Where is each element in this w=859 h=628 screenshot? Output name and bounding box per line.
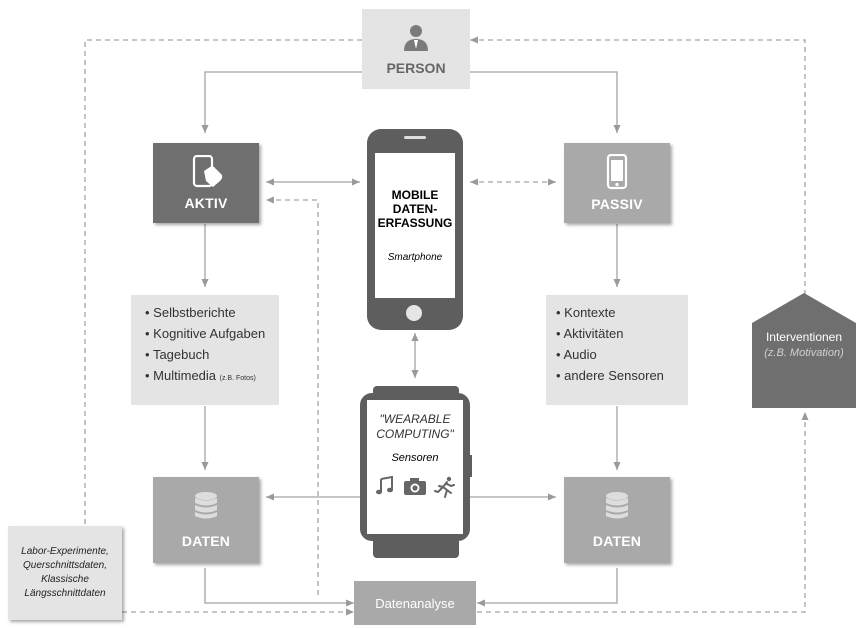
passiv-box: PASSIV: [564, 143, 670, 223]
wearable-screen: "WEARABLE COMPUTING" Sensoren: [367, 400, 463, 534]
smartphone-home-button: [406, 305, 422, 321]
labor-line-4: Längsschnittdaten: [24, 588, 106, 599]
smartphone-title-3: ERFASSUNG: [377, 216, 453, 230]
passiv-list-box: Kontexte Aktivitäten Audio andere Sensor…: [546, 295, 688, 405]
labor-line-2: Querschnittsdaten,: [23, 560, 107, 571]
interventionen-text: Interventionen (z.B. Motivation): [752, 330, 856, 359]
labor-line-1: Labor-Experimente,: [21, 546, 109, 557]
datenanalyse-box: Datenanalyse: [354, 581, 476, 625]
smartphone-title-1: MOBILE: [391, 188, 439, 202]
passiv-label: PASSIV: [591, 196, 643, 212]
wearable-device: "WEARABLE COMPUTING" Sensoren: [360, 393, 472, 541]
smartphone-subtitle: Smartphone: [387, 252, 443, 263]
daten-left-label: DATEN: [181, 533, 231, 549]
aktiv-list-box: Selbstberichte Kognitive Aufgaben Tagebu…: [131, 295, 279, 405]
aktiv-item: Multimedia (z.B. Fotos): [145, 368, 279, 383]
smartphone-title-2: DATEN-: [392, 202, 438, 216]
phone-icon: [606, 154, 628, 190]
watch-crown: [468, 455, 472, 477]
wearable-subtitle: Sensoren: [391, 452, 439, 464]
multimedia-note: (z.B. Fotos): [219, 375, 256, 382]
aktiv-box: AKTIV: [153, 143, 259, 223]
aktiv-item: Tagebuch: [145, 347, 279, 362]
camera-icon: [403, 478, 426, 495]
daten-right-label: DATEN: [592, 533, 642, 549]
interventionen-subtitle: (z.B. Motivation): [764, 347, 844, 359]
smartphone-device: MOBILE DATEN- ERFASSUNG Smartphone: [367, 129, 463, 330]
passiv-item: andere Sensoren: [556, 368, 688, 383]
person-icon: [404, 25, 428, 51]
passiv-item: Audio: [556, 347, 688, 362]
smartphone-speaker: [404, 136, 426, 139]
wearable-title-2: COMPUTING": [376, 427, 454, 441]
labor-box: Labor-Experimente, Querschnittsdaten, Kl…: [8, 526, 122, 620]
hand-phone-icon: [192, 155, 223, 188]
watch-strap-bottom: [373, 538, 459, 558]
labor-line-3: Klassische: [41, 574, 89, 585]
person-label: PERSON: [386, 60, 446, 76]
passiv-item: Aktivitäten: [556, 326, 688, 341]
daten-right-box: DATEN: [564, 477, 670, 563]
database-icon: [195, 492, 217, 519]
person-box: PERSON: [362, 9, 470, 89]
aktiv-label: AKTIV: [184, 195, 228, 211]
running-icon: [433, 476, 455, 498]
datenanalyse-label: Datenanalyse: [375, 595, 455, 611]
interventionen-shape: [752, 293, 856, 408]
watch-strap-top: [373, 386, 459, 396]
music-icon: [376, 476, 394, 495]
interventionen-title: Interventionen: [765, 330, 843, 344]
passiv-item: Kontexte: [556, 305, 688, 320]
aktiv-item: Kognitive Aufgaben: [145, 326, 279, 341]
wearable-title-1: "WEARABLE: [379, 412, 451, 426]
daten-left-box: DATEN: [153, 477, 259, 563]
smartphone-screen: MOBILE DATEN- ERFASSUNG Smartphone: [375, 153, 455, 298]
database-icon: [606, 492, 628, 519]
aktiv-item: Selbstberichte: [145, 305, 279, 320]
